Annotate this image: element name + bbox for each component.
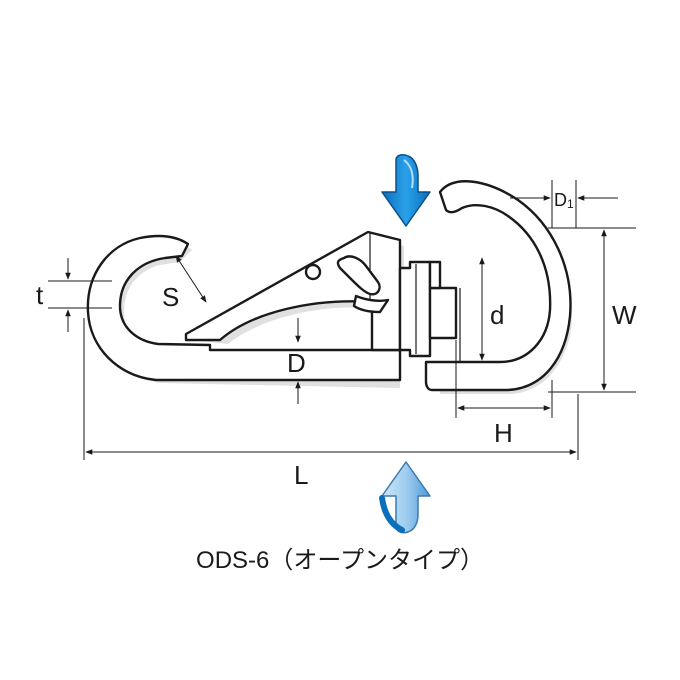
label-d-lower: d — [490, 300, 504, 330]
gate-latch — [184, 230, 404, 352]
swivel — [398, 260, 458, 358]
hook-outline — [86, 234, 402, 382]
latch-lever — [336, 255, 381, 296]
open-eye — [424, 180, 573, 394]
label-s: S — [162, 282, 179, 312]
label-t: t — [36, 280, 44, 310]
dimension-lines — [48, 180, 636, 460]
rotate-down-arrow-icon — [381, 154, 431, 227]
label-d1-sub: 1 — [567, 197, 574, 211]
product-caption: ODS-6（オープンタイプ） — [196, 547, 484, 574]
label-d1-main: D — [554, 190, 567, 210]
label-w: W — [612, 300, 637, 330]
gate-rivet — [304, 263, 322, 281]
eye-outline — [424, 180, 572, 392]
label-l: L — [294, 460, 308, 490]
hook-body — [86, 234, 402, 388]
label-h: H — [494, 418, 513, 448]
dimension-labels: t S D d W H L D 1 — [36, 190, 637, 490]
rotate-up-arrow-icon — [379, 461, 431, 534]
label-d-upper: D — [287, 348, 306, 378]
